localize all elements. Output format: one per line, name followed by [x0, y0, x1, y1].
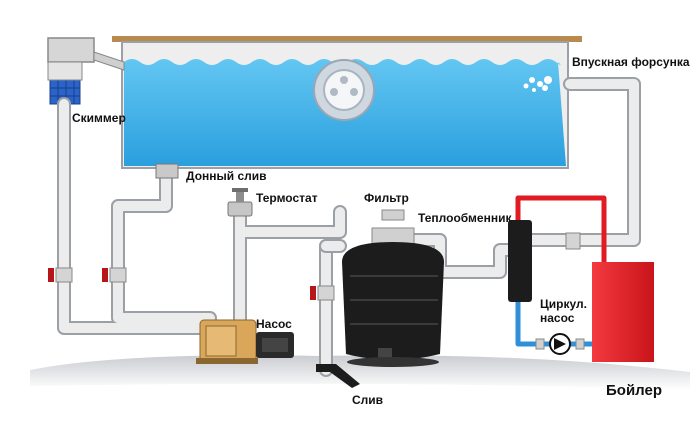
circulation-pump	[535, 333, 585, 355]
label-circulation-pump: Циркул. насос	[540, 297, 587, 326]
label-inlet-nozzle: Впускная форсунка	[572, 55, 690, 69]
main-pump	[196, 319, 294, 364]
skimmer	[47, 37, 125, 105]
valve-icon	[48, 267, 73, 283]
pool-light	[313, 59, 375, 121]
drain-outlet	[316, 364, 360, 388]
thermostat	[227, 188, 253, 217]
heating-loop	[515, 195, 607, 347]
label-drain: Слив	[352, 393, 384, 407]
label-circulation-pump-line2: насос	[540, 310, 575, 325]
boiler	[592, 262, 654, 362]
heat-exchanger	[508, 220, 532, 302]
label-filter: Фильтр	[364, 191, 409, 205]
hot-pipe	[515, 195, 607, 265]
pool-deck	[112, 36, 582, 42]
valve-icon	[102, 267, 127, 283]
label-heat-exchanger: Теплообменник	[418, 211, 512, 225]
bottom-drain	[155, 163, 179, 179]
label-circulation-pump-line1: Циркул.	[540, 297, 587, 311]
ground-shadow	[30, 355, 690, 390]
label-pump: Насос	[256, 317, 292, 331]
label-boiler: Бойлер	[606, 382, 663, 399]
valve-icon	[310, 285, 335, 301]
sand-filter	[342, 209, 444, 367]
valves	[48, 232, 581, 301]
valve-icon	[565, 232, 581, 250]
label-thermostat: Термостат	[256, 191, 318, 205]
pool	[112, 36, 582, 169]
label-skimmer: Скиммер	[72, 111, 126, 125]
inlet-bubbles	[523, 76, 552, 92]
cold-pipe	[515, 297, 601, 347]
label-bottom-drain: Донный слив	[186, 169, 267, 183]
pvc-pipes	[57, 77, 641, 377]
